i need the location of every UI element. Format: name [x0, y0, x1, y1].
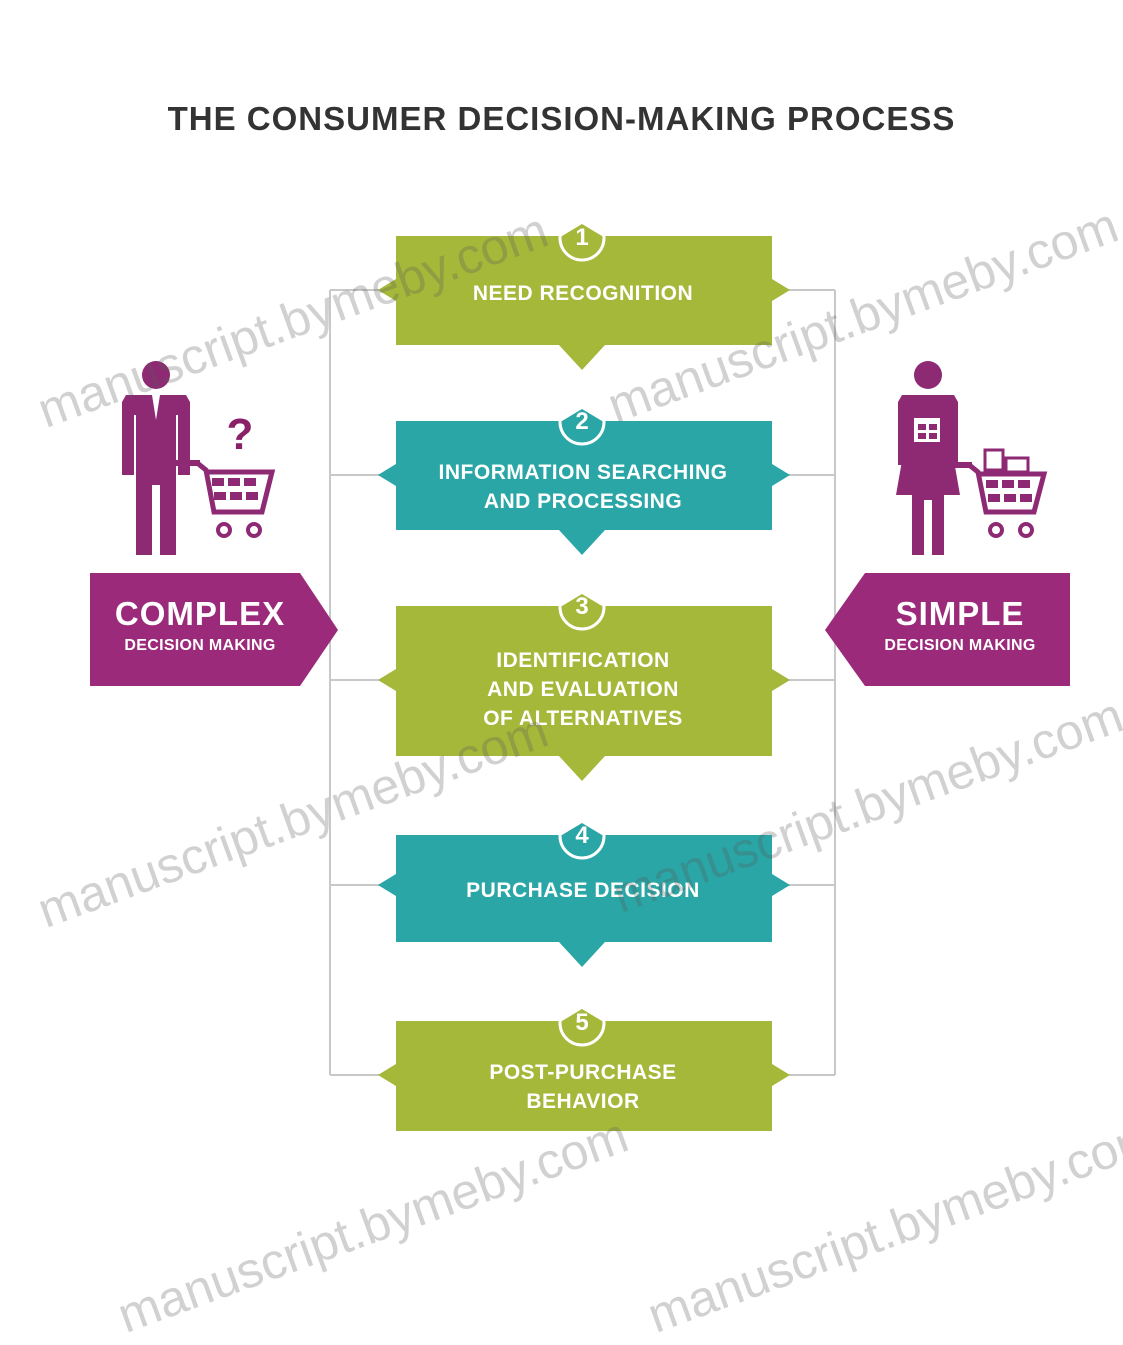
step-3-box	[378, 583, 790, 781]
complex-banner	[90, 573, 338, 686]
step-2-box	[378, 398, 790, 555]
step-2-number: 2	[575, 408, 589, 435]
step-5-number: 5	[575, 1009, 589, 1036]
step-2-label: INFORMATION SEARCHING AND PROCESSING	[438, 461, 728, 513]
step-3-number: 3	[575, 593, 589, 620]
simple-label: SIMPLE	[895, 595, 1025, 632]
woman-with-cart-icon	[896, 361, 1048, 555]
step-1-number: 1	[575, 224, 589, 251]
step-4-number: 4	[575, 822, 589, 849]
step-5-box	[378, 999, 790, 1131]
simple-sublabel: DECISION MAKING	[884, 637, 1036, 654]
complex-label: COMPLEX	[114, 595, 286, 632]
step-5-label: POST-PURCHASE BEHAVIOR	[489, 1061, 677, 1113]
complex-sublabel: DECISION MAKING	[124, 637, 276, 654]
man-with-cart-icon	[122, 361, 276, 555]
process-flow-diagram	[90, 214, 1070, 1131]
step-3-label: IDENTIFICATION AND EVALUATION OF ALTERNA…	[483, 649, 683, 730]
step-4-label: PURCHASE DECISION	[466, 879, 700, 902]
page-title: THE CONSUMER DECISION-MAKING PROCESS	[167, 100, 956, 137]
diagram-canvas: THE CONSUMER DECISION-MAKING PROCESS 1 2…	[30, 100, 1123, 1344]
question-mark-icon: ?	[226, 410, 254, 459]
left-bracket	[329, 289, 380, 1076]
right-bracket	[785, 289, 836, 1076]
step-1-box	[378, 214, 790, 370]
step-4-box	[378, 812, 790, 967]
simple-banner	[825, 573, 1070, 686]
step-1-label: NEED RECOGNITION	[472, 282, 694, 305]
